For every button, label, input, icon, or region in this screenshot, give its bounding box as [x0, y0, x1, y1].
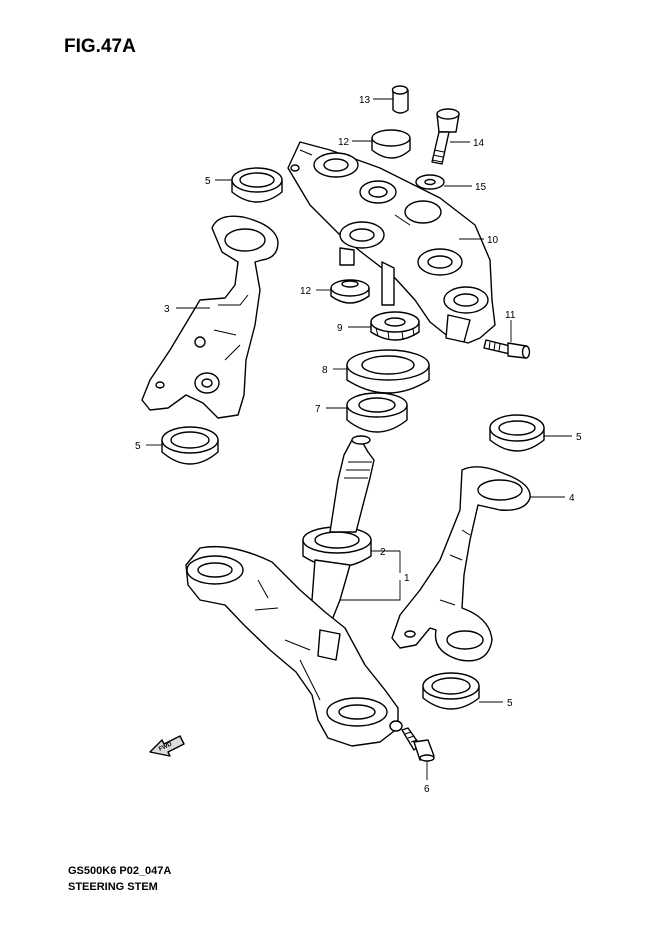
- steering-stem-nut-part: [370, 311, 420, 341]
- callout-5-lower-right: 5: [507, 698, 513, 709]
- model-code: GS500K6 P02_047A: [68, 865, 172, 877]
- callout-9: 9: [337, 323, 343, 334]
- upper-bracket-part: [287, 141, 496, 344]
- right-bracket-part: [391, 466, 531, 662]
- steering-stem-part: [185, 435, 403, 747]
- leader-lines: [146, 98, 572, 780]
- callout-3: 3: [164, 304, 170, 315]
- callout-11: 11: [505, 310, 516, 321]
- callout-13: 13: [359, 95, 371, 106]
- callout-labels: 13 12 14 5 15 10 3 12 11 9 8 7 5 5 4 2 1…: [135, 95, 582, 795]
- grommet-upper-right-part: [489, 414, 545, 452]
- callout-5-lower-left: 5: [135, 441, 141, 452]
- callout-15: 15: [475, 182, 487, 193]
- callout-12-upper: 12: [338, 137, 350, 148]
- dust-seal-part: [346, 349, 430, 394]
- bolt-small-part: [483, 339, 531, 359]
- callout-5-upper-left: 5: [205, 176, 211, 187]
- grommet-lower-right-part: [422, 672, 480, 710]
- left-bracket-part: [141, 215, 279, 419]
- callout-5-upper-right: 5: [576, 432, 582, 443]
- callout-4: 4: [569, 493, 575, 504]
- figure-title: FIG.47A: [64, 36, 136, 57]
- grommet-lower-left-part: [161, 426, 219, 465]
- callout-8: 8: [322, 365, 328, 376]
- washer-part: [415, 174, 445, 190]
- callout-10: 10: [487, 235, 499, 246]
- bolt-lower-part: [401, 727, 435, 762]
- callout-1: 1: [404, 573, 410, 584]
- damper-upper-part: [371, 129, 411, 159]
- callout-7: 7: [315, 404, 321, 415]
- damper-lower-part: [330, 279, 370, 304]
- fwd-arrow-badge: FWD: [149, 735, 185, 757]
- fwd-label: FWD: [158, 741, 174, 752]
- bearing-lower-part: [302, 526, 372, 568]
- bolt-part: [431, 108, 460, 165]
- bearing-upper-part: [346, 392, 408, 433]
- grommet-upper-left-part: [231, 167, 283, 203]
- callout-6: 6: [424, 784, 430, 795]
- spacer-tube-part: [391, 85, 409, 114]
- callout-12-lower: 12: [300, 286, 312, 297]
- figure-caption: STEERING STEM: [68, 881, 158, 893]
- callout-14: 14: [473, 138, 485, 149]
- callout-2: 2: [380, 547, 386, 558]
